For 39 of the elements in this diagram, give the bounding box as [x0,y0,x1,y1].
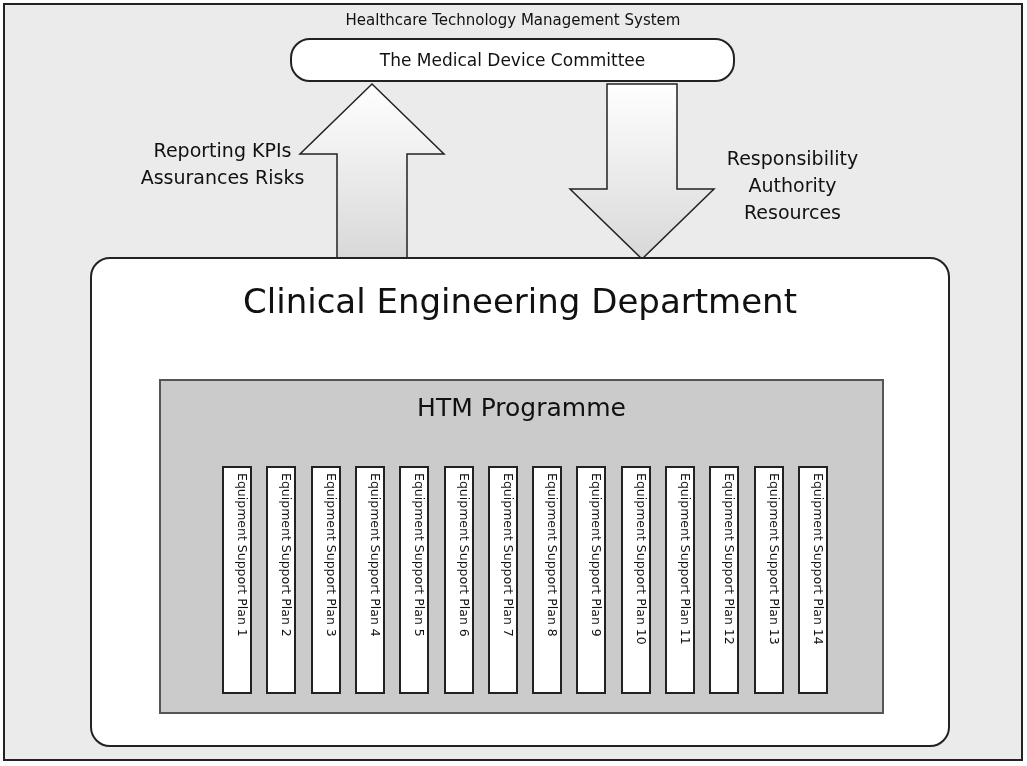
plan-box [576,466,607,694]
block-arrow [298,82,446,260]
plan-label: Equipment Support Plan 9 [588,473,605,637]
plan-box [665,466,695,694]
edge-label: Reporting KPIs Assurances Risks [140,138,305,190]
plan-box [620,466,651,694]
plan-label: Equipment Support Plan 6 [455,473,472,637]
committee-name: The Medical Device Committee [378,50,647,70]
plan-label: Equipment Support Plan 14 [809,473,826,645]
plan-label: Equipment Support Plan 11 [677,473,693,645]
plan-box [487,466,518,694]
plan-box [310,466,341,694]
plan-box [753,466,784,694]
plan-label: Equipment Support Plan 4 [366,473,383,637]
plan-label: Equipment Support Plan 1 [234,473,250,637]
plan-label: Equipment Support Plan 5 [411,473,428,637]
plan-box [399,466,430,694]
plan-label: Equipment Support Plan 7 [499,473,516,637]
programme-title: HTM Programme [416,393,627,422]
plan-box [222,466,252,694]
plan-box [266,466,297,694]
committee-box [290,38,735,82]
plan-box [443,466,474,694]
programme-panel [159,379,884,714]
department-title: Clinical Engineering Department [242,281,798,321]
plan-box [354,466,385,694]
frame [3,3,1023,761]
department-box [90,257,950,747]
plan-label: Equipment Support Plan 8 [544,473,561,637]
plan-label: Equipment Support Plan 13 [765,473,782,645]
plan-box [709,466,740,694]
plan-box [532,466,563,694]
plan-label: Equipment Support Plan 12 [721,473,738,645]
plan-label: Equipment Support Plan 10 [632,473,649,645]
plan-label: Equipment Support Plan 3 [322,473,339,637]
plan-label: Equipment Support Plan 2 [278,473,295,637]
heading: Healthcare Technology Management System [344,11,682,29]
plan-box [797,466,828,694]
edge-label: Responsibility Authority Resources [725,146,860,225]
